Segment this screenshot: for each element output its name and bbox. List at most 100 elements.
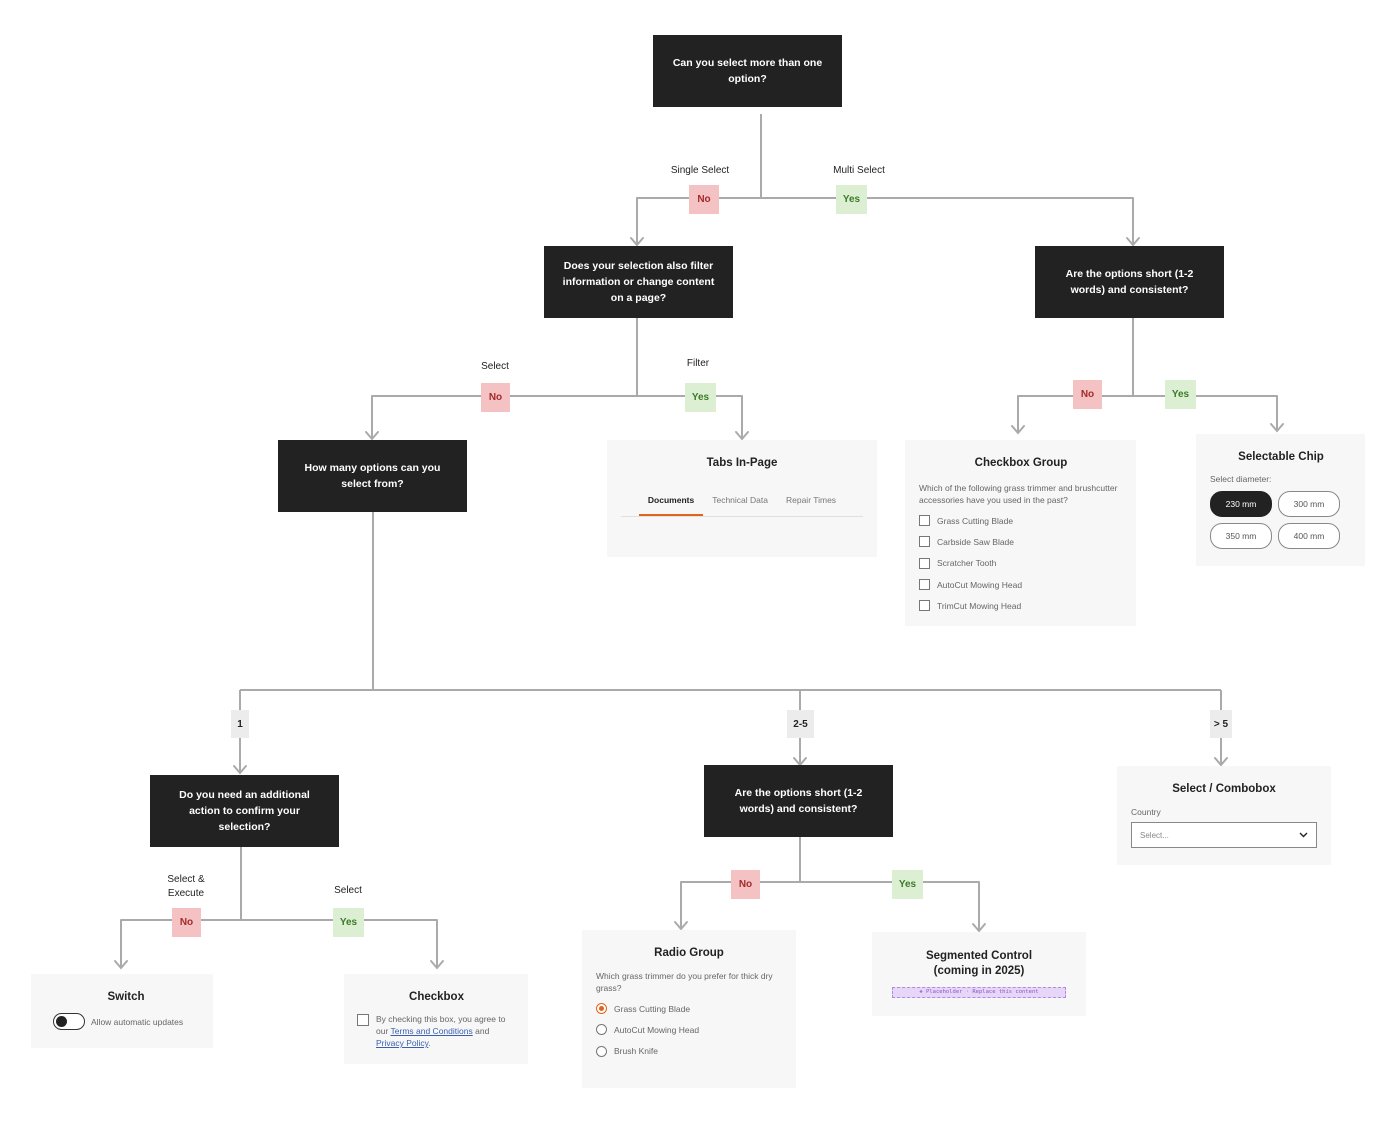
label-select-execute: Select & Execute xyxy=(167,874,205,899)
card-switch: Switch Allow automatic updates xyxy=(31,974,213,1048)
label-select: Select xyxy=(481,361,509,372)
checkbox-label: Carbside Saw Blade xyxy=(937,536,1015,547)
label-filter: Filter xyxy=(686,358,710,369)
checkbox-box[interactable] xyxy=(919,600,930,612)
chip-350[interactable]: 350 mm xyxy=(1210,523,1272,549)
checkbox-option[interactable]: Grass Cutting Blade xyxy=(919,510,1123,531)
question-how-many-options: How many options can you select from? xyxy=(278,440,467,512)
card-title: Selectable Chip xyxy=(1238,451,1324,463)
chip-label: Select diameter: xyxy=(1210,474,1272,484)
badge-count-2-5: 2-5 xyxy=(787,710,814,738)
checkbox-option[interactable]: AutoCut Mowing Head xyxy=(919,574,1123,595)
badge-yes-4: Yes xyxy=(333,908,364,937)
badge-yes-3: Yes xyxy=(1165,380,1196,409)
checkbox-option[interactable]: Scratcher Tooth xyxy=(919,553,1123,574)
badge-no-4: No xyxy=(172,908,201,937)
radio-label: Brush Knife xyxy=(614,1046,658,1057)
card-radio-group: Radio Group Which grass trimmer do you p… xyxy=(582,930,796,1088)
question-confirm-action: Do you need an additional action to conf… xyxy=(150,775,339,847)
card-title: Tabs In-Page xyxy=(706,457,778,469)
card-title-line2: (coming in 2025) xyxy=(933,965,1025,977)
chevron-down-icon xyxy=(1299,832,1308,838)
question-short-options-top: Are the options short (1-2 words) and co… xyxy=(1035,246,1224,318)
question-filter-content: Does your selection also filter informat… xyxy=(544,246,733,318)
country-select[interactable]: Select... xyxy=(1131,822,1317,848)
select-placeholder: Select... xyxy=(1140,830,1169,840)
checkbox-box[interactable] xyxy=(919,579,930,591)
radio-button[interactable] xyxy=(596,1024,607,1036)
checkbox-label: Scratcher Tooth xyxy=(937,558,997,569)
chip-300[interactable]: 300 mm xyxy=(1278,491,1340,517)
checkbox-label: Grass Cutting Blade xyxy=(937,515,1014,526)
badge-no-2: No xyxy=(481,383,510,412)
tab-technical-data[interactable]: Technical Data xyxy=(712,495,768,505)
question-text: Can you select more than one option? xyxy=(672,57,823,85)
badge-no-1: No xyxy=(689,185,719,214)
card-checkbox: Checkbox By checking this box, you agree… xyxy=(344,974,528,1064)
radio-button[interactable] xyxy=(596,1045,607,1057)
radio-button[interactable] xyxy=(596,1003,607,1015)
question-text: How many options can you select from? xyxy=(304,462,441,490)
checkbox-group-question: Which of the following grass trimmer and… xyxy=(919,483,1118,505)
checkbox-option[interactable]: TrimCut Mowing Head xyxy=(919,595,1123,616)
card-title: Checkbox xyxy=(409,991,464,1003)
radio-option[interactable]: Grass Cutting Blade xyxy=(596,998,782,1019)
radio-option[interactable]: AutoCut Mowing Head xyxy=(596,1019,782,1040)
segmented-placeholder: ❖ Placeholder · Replace this content xyxy=(892,987,1066,998)
card-title: Switch xyxy=(107,991,145,1003)
badge-yes-5: Yes xyxy=(892,870,923,899)
terms-text-and: and xyxy=(475,1026,490,1036)
privacy-link[interactable]: Privacy Policy xyxy=(376,1038,429,1048)
switch-row: Allow automatic updates xyxy=(53,1013,199,1030)
checkbox-box[interactable] xyxy=(919,536,930,548)
tab-documents[interactable]: Documents xyxy=(638,495,704,516)
card-segmented-control: Segmented Control (coming in 2025) ❖ Pla… xyxy=(872,932,1086,1016)
terms-text-before: By checking this box, you agree to our xyxy=(376,1014,506,1036)
card-title: Checkbox Group xyxy=(974,457,1068,469)
checkbox-row: By checking this box, you agree to our T… xyxy=(357,1013,516,1049)
question-text: Does your selection also filter informat… xyxy=(562,260,715,304)
label-multi-select: Multi Select xyxy=(833,165,885,176)
terms-checkbox[interactable] xyxy=(357,1014,369,1026)
badge-count-1: 1 xyxy=(231,710,249,738)
tab-repair-times[interactable]: Repair Times xyxy=(785,495,837,505)
select-label: Country xyxy=(1131,807,1161,817)
checkbox-box[interactable] xyxy=(919,515,930,527)
checkbox-option[interactable]: Carbside Saw Blade xyxy=(919,531,1123,552)
card-title-line1: Segmented Control xyxy=(925,950,1033,962)
question-text: Are the options short (1-2 words) and co… xyxy=(734,787,863,815)
card-selectable-chip: Selectable Chip Select diameter: 230 mm … xyxy=(1196,434,1365,566)
chip-group: 230 mm 300 mm 350 mm 400 mm xyxy=(1210,491,1352,549)
badge-yes-1: Yes xyxy=(836,185,867,214)
radio-label: Grass Cutting Blade xyxy=(614,1003,691,1014)
terms-link[interactable]: Terms and Conditions xyxy=(390,1026,473,1036)
card-select-combobox: Select / Combobox Country Select... xyxy=(1117,766,1331,865)
terms-text-end: . xyxy=(428,1038,431,1048)
label-select-2: Select xyxy=(334,885,362,896)
card-tabs-in-page: Tabs In-Page Documents Technical Data Re… xyxy=(607,440,877,557)
question-text: Are the options short (1-2 words) and co… xyxy=(1065,268,1194,296)
card-checkbox-group: Checkbox Group Which of the following gr… xyxy=(905,440,1136,626)
radio-label: AutoCut Mowing Head xyxy=(614,1024,700,1035)
card-title: Select / Combobox xyxy=(1172,783,1276,795)
tab-bar: Documents Technical Data Repair Times xyxy=(621,495,863,517)
badge-yes-2: Yes xyxy=(685,383,716,412)
radio-option[interactable]: Brush Knife xyxy=(596,1041,782,1062)
checkbox-label: AutoCut Mowing Head xyxy=(937,579,1023,590)
terms-text: By checking this box, you agree to our T… xyxy=(376,1013,516,1049)
label-single-select: Single Select xyxy=(670,165,730,176)
question-multi-select: Can you select more than one option? xyxy=(653,35,842,107)
badge-no-3: No xyxy=(1073,380,1102,409)
checkbox-box[interactable] xyxy=(919,557,930,569)
badge-no-5: No xyxy=(731,870,760,899)
checkbox-label: TrimCut Mowing Head xyxy=(937,600,1022,611)
chip-230[interactable]: 230 mm xyxy=(1210,491,1272,517)
switch-toggle[interactable] xyxy=(53,1013,85,1030)
badge-count-gt-5: > 5 xyxy=(1210,710,1232,738)
card-title: Radio Group xyxy=(654,947,724,959)
radio-question: Which grass trimmer do you prefer for th… xyxy=(596,971,773,993)
question-short-options-mid: Are the options short (1-2 words) and co… xyxy=(704,765,893,837)
question-text: Do you need an additional action to conf… xyxy=(179,789,310,833)
switch-label: Allow automatic updates xyxy=(91,1016,184,1027)
chip-400[interactable]: 400 mm xyxy=(1278,523,1340,549)
